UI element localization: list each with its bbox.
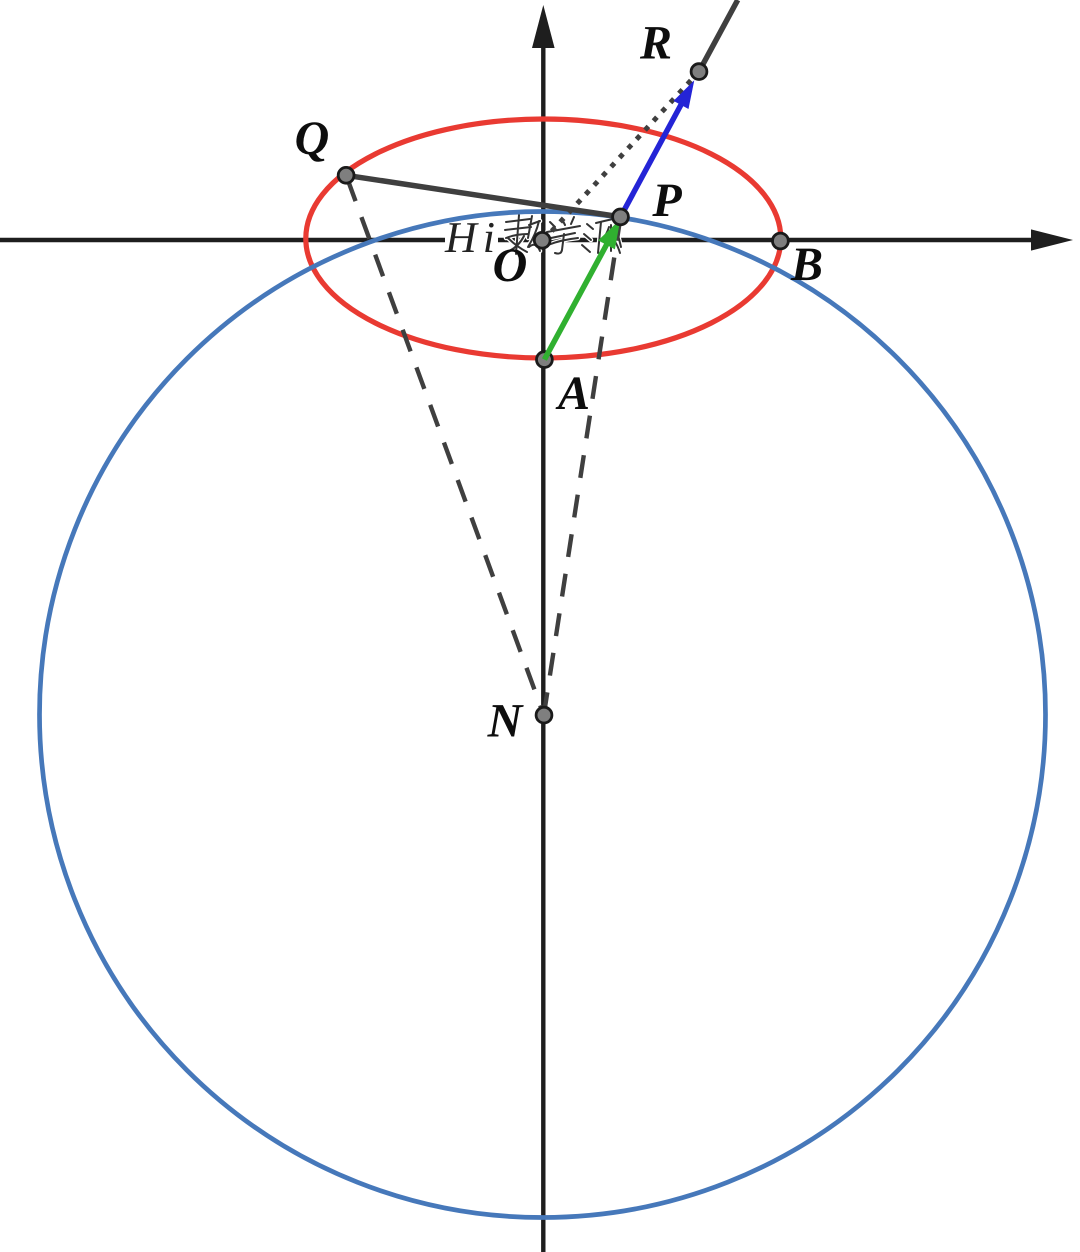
svg-text:B: B <box>790 238 823 291</box>
svg-text:Q: Q <box>295 112 330 165</box>
svg-text:N: N <box>487 695 525 748</box>
svg-text:A: A <box>555 367 590 420</box>
svg-text:O: O <box>493 239 528 292</box>
svg-text:P: P <box>651 174 682 227</box>
svg-text:R: R <box>639 17 672 70</box>
